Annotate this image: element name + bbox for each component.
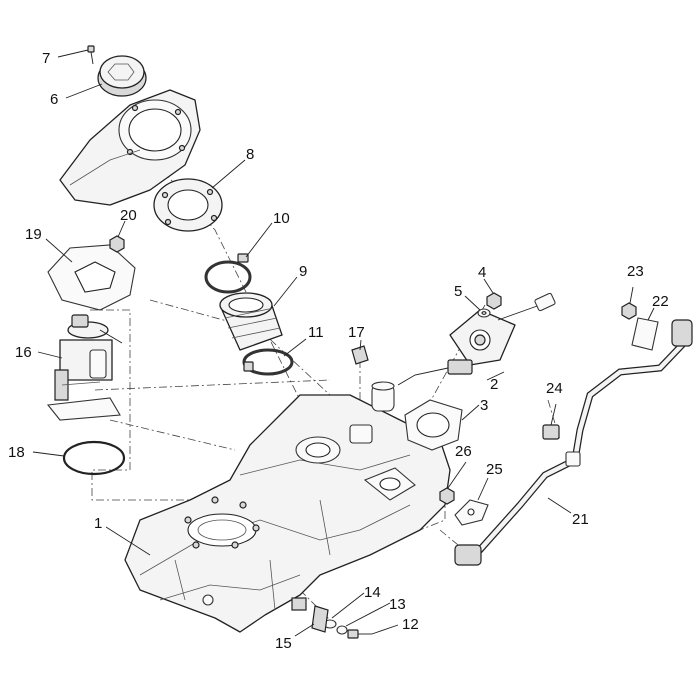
callout-9: 9: [299, 263, 307, 280]
callout-12: 12: [402, 616, 419, 633]
callout-7: 7: [42, 50, 50, 67]
filler-cap: [97, 55, 147, 97]
nut-23: [621, 302, 637, 320]
clip-24: [542, 424, 560, 440]
hose-clamp-11: [242, 348, 294, 376]
washer-13: [336, 625, 348, 635]
callout-13: 13: [389, 596, 406, 613]
callout-17: 17: [348, 324, 365, 341]
callout-18: 18: [8, 444, 25, 461]
callout-4: 4: [478, 264, 486, 281]
callout-6: 6: [50, 91, 58, 108]
sender-gasket: [404, 399, 463, 451]
callout-21: 21: [572, 511, 589, 528]
callout-15: 15: [275, 635, 292, 652]
fuel-tank: [124, 394, 451, 633]
fuel-line: [454, 319, 693, 566]
bracket-15: [311, 605, 329, 633]
callout-14: 14: [364, 584, 381, 601]
bracket-22: [631, 317, 659, 351]
fuel-pump: [46, 314, 123, 421]
bracket-25: [454, 499, 489, 526]
nut-4: [486, 292, 502, 310]
nut-20: [109, 235, 125, 253]
callouts: 7 6 8 10 9 11 17 20 19 16 18 1 4 5 2 3 2: [8, 49, 669, 652]
callout-3: 3: [480, 397, 488, 414]
callout-16: 16: [15, 344, 32, 361]
filler-hose: [219, 292, 283, 351]
pump-gasket: [47, 244, 136, 311]
fuel-level-sender: [371, 292, 556, 412]
callout-2: 2: [490, 376, 498, 393]
screw-7: [87, 45, 95, 65]
callout-10: 10: [273, 210, 290, 227]
callout-26: 26: [455, 443, 472, 460]
filler-cover: [59, 89, 201, 206]
callout-22: 22: [652, 293, 669, 310]
callout-25: 25: [486, 461, 503, 478]
hose-clamp-10: [204, 253, 252, 294]
o-ring: [62, 440, 126, 476]
callout-20: 20: [120, 207, 137, 224]
filler-neck-flange: [153, 178, 223, 232]
callout-23: 23: [627, 263, 644, 280]
callout-5: 5: [454, 283, 462, 300]
callout-11: 11: [308, 324, 324, 341]
nut-26: [439, 487, 455, 505]
bolt-12: [347, 629, 372, 639]
callout-19: 19: [25, 226, 42, 243]
callout-1: 1: [94, 515, 102, 532]
washer-5: [477, 308, 491, 318]
callout-24: 24: [546, 380, 563, 397]
callout-8: 8: [246, 146, 254, 163]
